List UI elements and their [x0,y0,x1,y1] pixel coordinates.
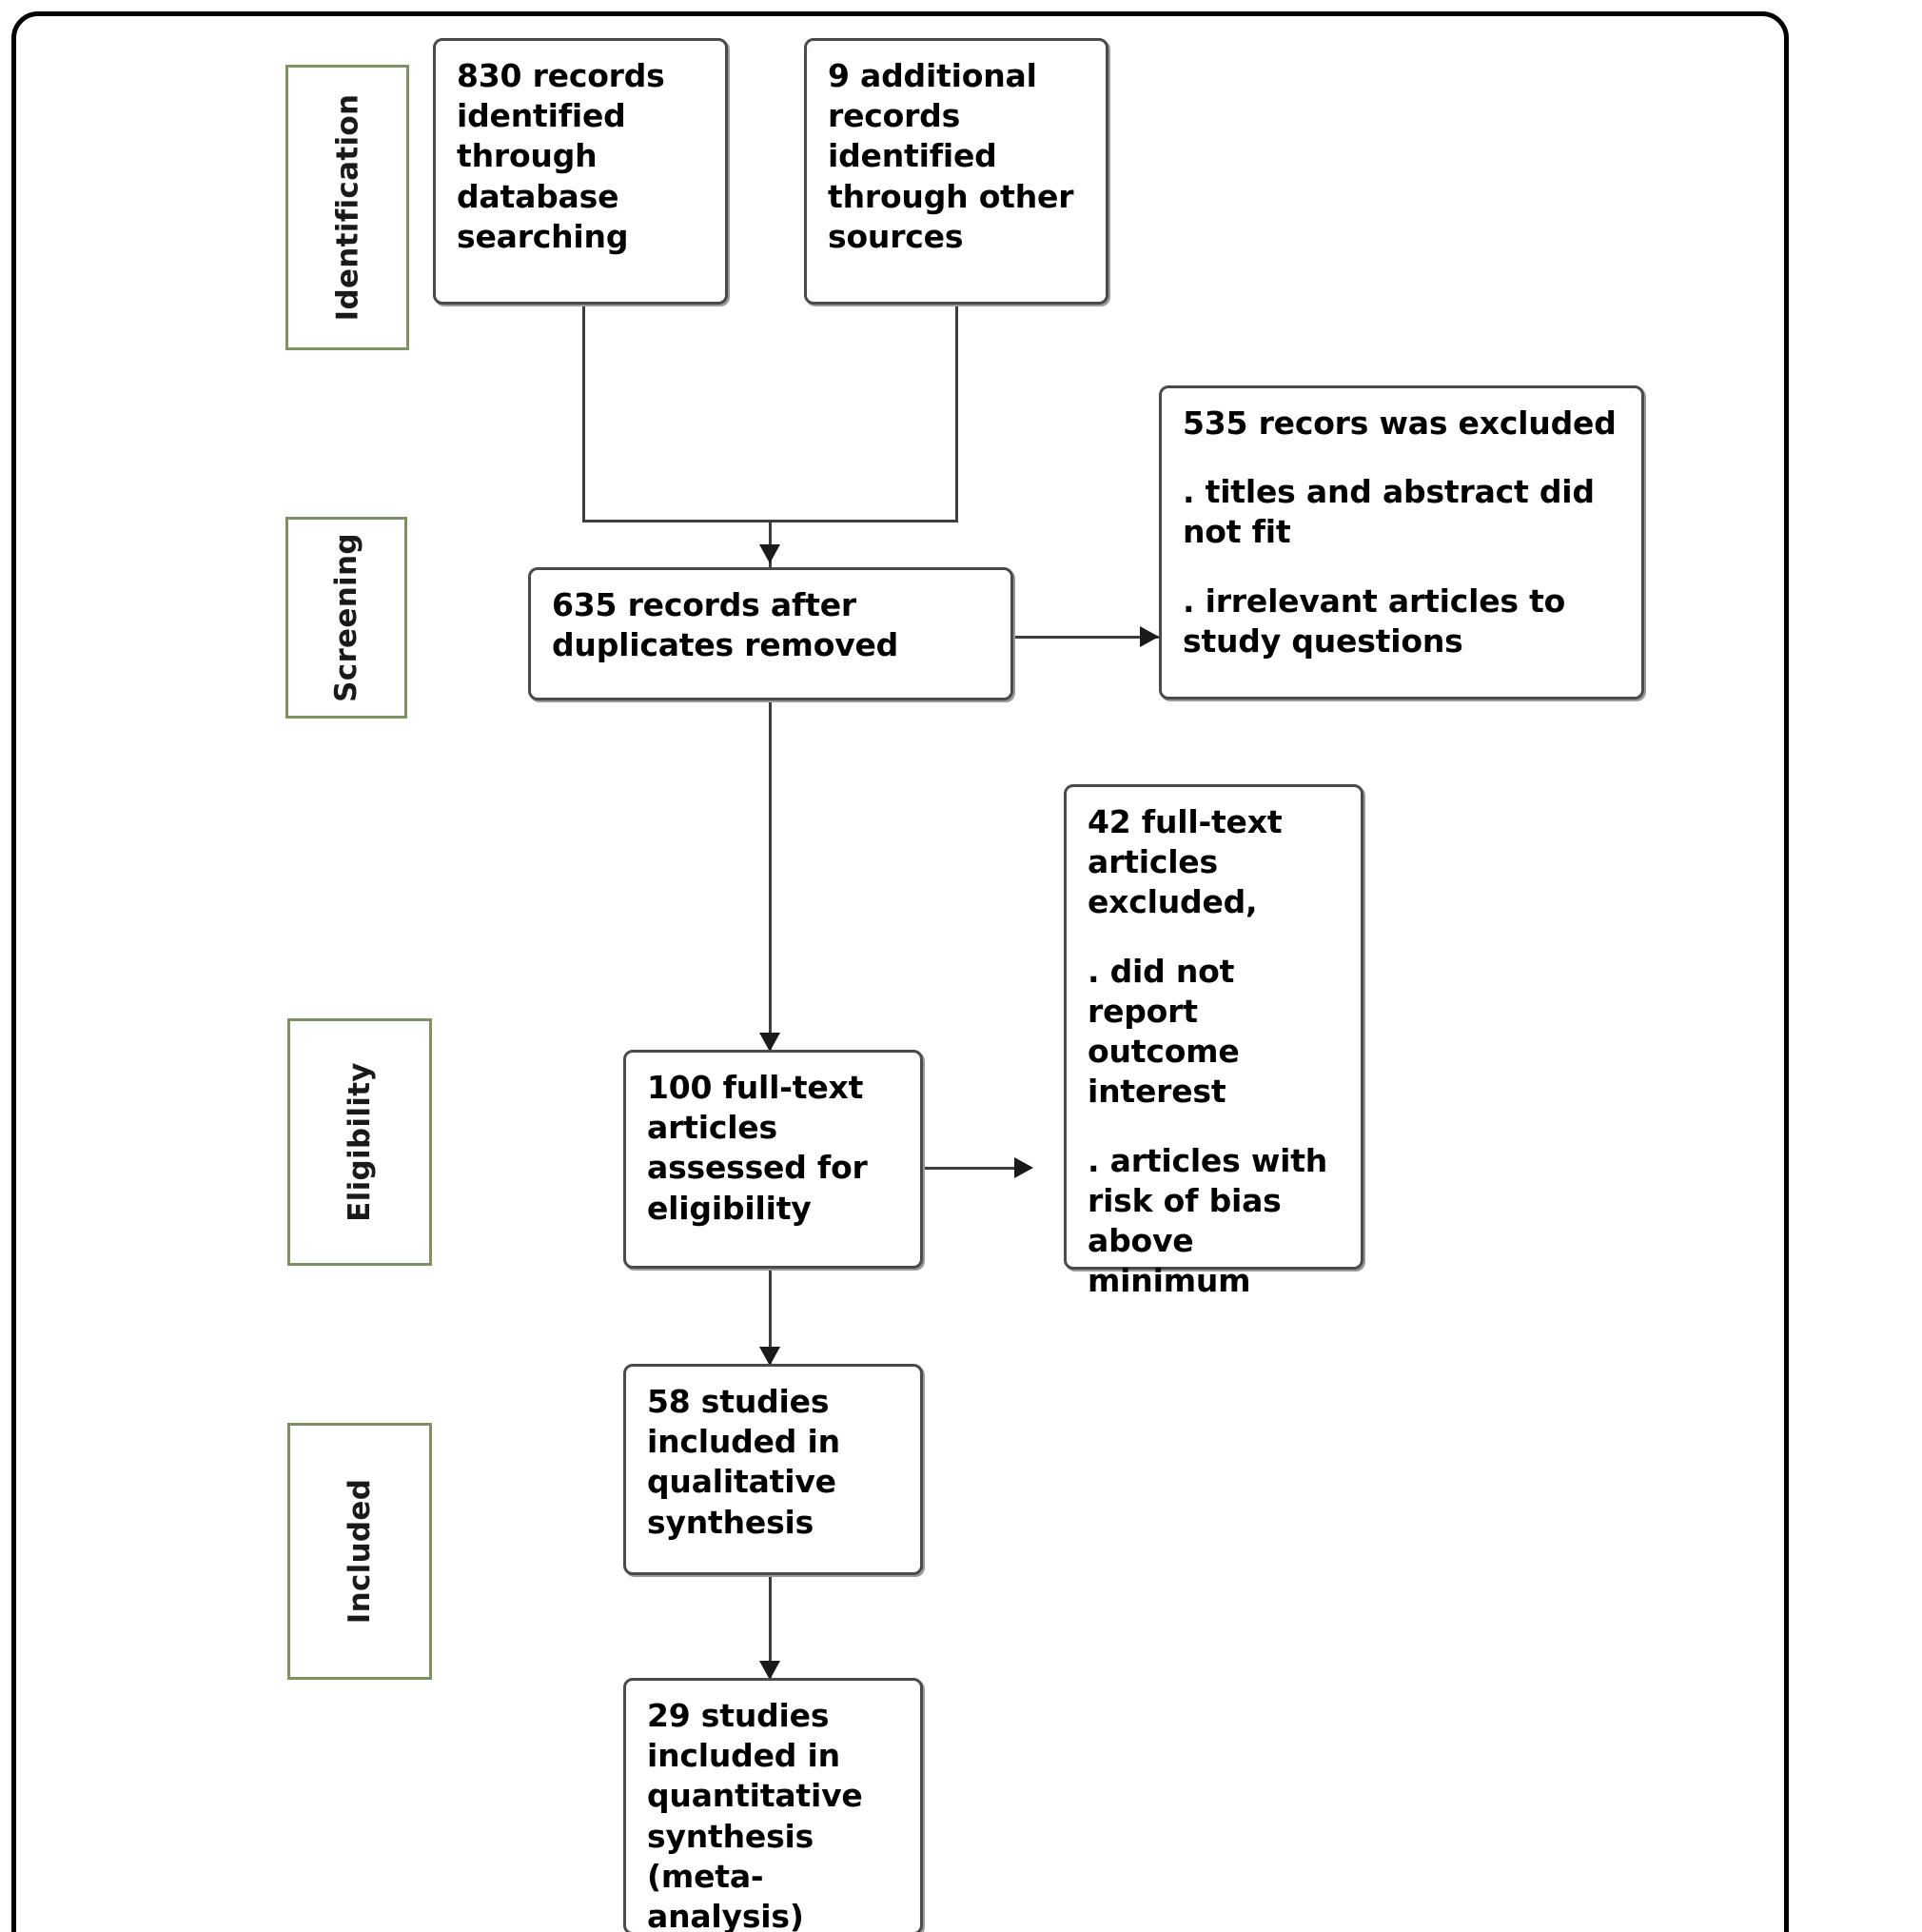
node-fulltext-excluded-line-1: 42 full-text articles excluded, [1088,803,1283,921]
arrowhead-into-fulltext-excluded [1014,1157,1033,1178]
node-database-records-text: 830 records identified through database … [457,57,665,255]
stage-label-screening-text: Screening [329,533,364,702]
stage-label-screening: Screening [285,517,407,719]
node-records-excluded: 535 recors was excluded . titles and abs… [1159,385,1644,700]
connector-other-down [955,303,958,522]
node-qualitative-synthesis: 58 studies included in qualitative synth… [623,1364,923,1575]
node-records-excluded-line-3: . irrelevant articles to study questions [1183,582,1566,660]
node-fulltext-excluded: 42 full-text articles excluded, . did no… [1064,784,1363,1299]
connector-to-fulltext-excluded [920,1167,1025,1170]
connector-qualitative-to-quantitative [769,1575,772,1680]
node-records-excluded-line-1: 535 recors was excluded [1183,404,1617,442]
stage-label-included: Included [287,1423,432,1680]
node-after-duplicates: 635 records after duplicates removed [528,567,1013,700]
node-fulltext-excluded-line-3: . articles with risk of bias above minim… [1088,1141,1328,1300]
stage-label-identification-text: Identification [330,93,364,322]
connector-eligibility-to-qualitative [769,1266,772,1366]
node-records-excluded-line-2: . titles and abstract did not fit [1183,473,1595,551]
connector-database-down [582,303,585,522]
connector-screening-to-eligibility [769,698,772,1050]
stage-label-eligibility-text: Eligibility [343,1062,378,1222]
stage-label-identification: Identification [285,65,409,350]
node-qualitative-synthesis-text: 58 studies included in qualitative synth… [647,1383,840,1541]
node-fulltext-excluded-line-2: . did not report outcome interest [1088,952,1240,1111]
node-other-records: 9 additional records identified through … [804,38,1108,305]
node-fulltext-assessed-text: 100 full-text articles assessed for elig… [647,1069,868,1227]
connector-to-records-excluded [1012,636,1160,639]
node-quantitative-synthesis-text: 29 studies included in quantitative synt… [647,1697,863,1932]
stage-label-eligibility: Eligibility [287,1018,432,1266]
node-other-records-text: 9 additional records identified through … [828,57,1074,255]
arrowhead-into-after-duplicates [759,544,780,563]
arrowhead-into-qualitative [759,1347,780,1366]
node-quantitative-synthesis: 29 studies included in quantitative synt… [623,1678,923,1932]
arrowhead-into-records-excluded [1140,626,1159,647]
arrowhead-into-quantitative [759,1661,780,1680]
node-database-records: 830 records identified through database … [433,38,728,305]
node-after-duplicates-text: 635 records after duplicates removed [552,586,899,664]
node-fulltext-assessed: 100 full-text articles assessed for elig… [623,1050,923,1269]
stage-label-included-text: Included [343,1478,378,1625]
arrowhead-into-fulltext-assessed [759,1033,780,1052]
